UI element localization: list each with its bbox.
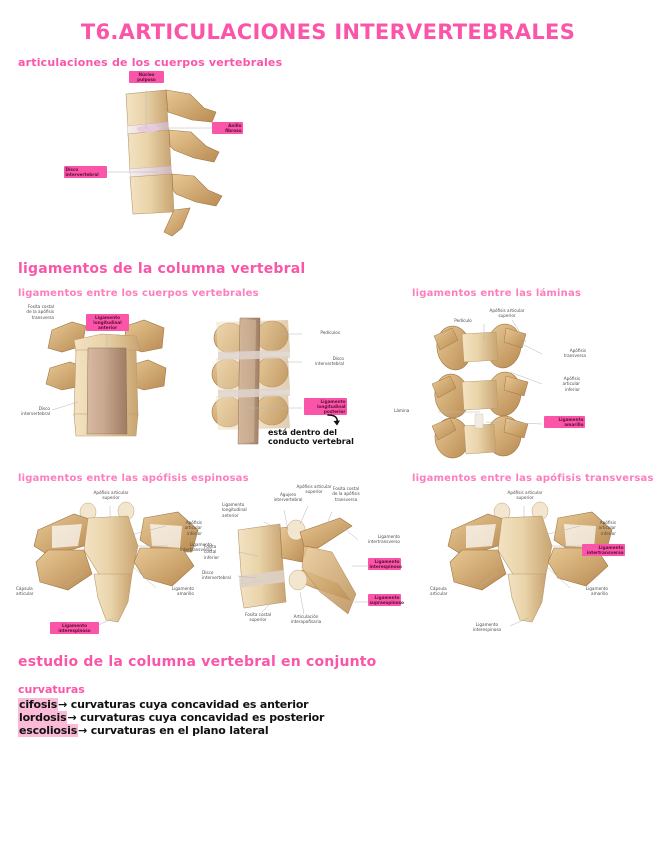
fig6-label-agujero-intervertebral: Agujero intervertebral [273, 492, 303, 503]
hook-arrow-icon [327, 414, 340, 426]
heading-ligamentos-columna-vertebral: ligamentos de la columna vertebral [18, 261, 306, 277]
curvatura-line-lordosis: lordosis→ curvaturas cuya concavidad es … [18, 711, 324, 724]
fig7-illustration [447, 501, 613, 627]
fig6-label-disco-intervertebral: Disco intervertebral [202, 570, 231, 581]
note-conducto-vertebral: está dentro del conducto vertebral [268, 428, 354, 447]
fig4-label-apofisis-articular-inferior: Apófisis articular inferior [562, 376, 580, 392]
fig7-label-ligamento-amarillo: Ligamento amarillo [585, 586, 608, 597]
fig5-label-apofisis-articular-superior: Apófisis articular superior [93, 490, 129, 501]
fig6-label-ligamento-supraespinoso: Ligamento supraespinoso [368, 594, 404, 606]
fig7-label-ligamento-intertransverso: Ligamento intertransverso [582, 544, 625, 556]
fig1-label-disco-intervertebral: Disco intervertebral [64, 166, 107, 178]
figure-ligamentum-flavum: Apófisis articular superior Pedículo Apó… [394, 306, 648, 464]
term-cifosis: cifosis [18, 698, 59, 711]
figure-interspinous-ligament: Apófisis articular superior Apófisis art… [16, 490, 212, 640]
fig4-illustration [431, 319, 543, 459]
term-escoliosis: escoliosis [18, 724, 79, 737]
heading-curvaturas: curvaturas [18, 683, 85, 696]
fig6-label-ligamento-longitudinal-anterior: Ligamento longitudinal anterior [222, 502, 247, 518]
fig6-label-fosita-costal-superior: Fosita costal superior [244, 612, 272, 623]
fig2-label-disco-intervertebral: Disco intervertebral [21, 406, 50, 417]
fig6-label-articulacion-interapofisaria: Articulación interapofisaria [290, 614, 322, 625]
desc-lordosis: → curvaturas cuya concavidad es posterio… [67, 711, 325, 724]
fig6-label-ligamento-intertransverso: Ligamento intertransverso [367, 534, 400, 545]
fig6-label-fosita-costal-apofisis-transversa: Fosita costal de la apófisis transversa [332, 486, 360, 502]
fig4-label-apofisis-articular-superior: Apófisis articular superior [489, 308, 525, 319]
fig7-label-capsula-articular: Cápsula articular [430, 586, 448, 597]
fig5-label-capsula-articular: Cápsula articular [16, 586, 34, 597]
fig6-label-apofisis-articular-superior: Apófisis articular superior [296, 484, 332, 495]
fig3-label-pediculos: Pedículos [320, 330, 340, 335]
fig5-label-ligamento-amarillo: Ligamento amarillo [171, 586, 194, 597]
curvatura-line-cifosis: cifosis→ curvaturas cuya concavidad es a… [18, 698, 309, 711]
subheading-ligamentos-laminas: ligamentos entre las láminas [412, 288, 582, 299]
figure-vertebral-bodies-lateral: Núcleo pulposo Anillo fibroso Disco inte… [64, 71, 266, 237]
fig3-label-ligamento-longitudinal-posterior: Ligamento longitudinal posterior [304, 398, 347, 415]
fig2-illustration [45, 319, 167, 437]
fig2-label-ligamento-longitudinal-anterior: Ligamento longitudinal anterior [86, 314, 129, 331]
desc-cifosis: → curvaturas cuya concavidad es anterior [58, 698, 309, 711]
fig6-illustration [237, 505, 370, 615]
fig5-label-apofisis-articular-inferior: Apófisis articular inferior [184, 520, 202, 536]
figure-anterior-longitudinal-ligament: Fosita costal de la apófisis transversa … [14, 304, 194, 458]
figure-posterior-longitudinal-ligament: Pedículos Disco intervertebral Ligamento… [196, 312, 376, 458]
fig1-illustration [106, 89, 223, 237]
figure-supraspinous-ligament: Ligamento longitudinal anterior Agujero … [202, 484, 404, 640]
fig7-label-apofisis-articular-superior: Apófisis articular superior [507, 490, 543, 501]
fig2-label-fosita-costal-apofisis-transversa: Fosita costal de la apófisis transversa [26, 304, 54, 320]
fig4-label-lamina: Lámina [394, 408, 410, 413]
heading-articulaciones-cuerpos-vertebrales: articulaciones de los cuerpos vertebrale… [18, 56, 283, 69]
fig7-label-ligamento-interespinoso: Ligamento interespinoso [472, 622, 502, 633]
page-title: T6.ARTICULACIONES INTERVERTEBRALES [80, 20, 576, 44]
fig1-label-nucleo-pulposo: Núcleo pulposo [129, 71, 164, 83]
fig4-label-pediculo: Pedículo [454, 318, 472, 323]
fig3-label-disco-intervertebral: Disco intervertebral [315, 356, 344, 367]
fig4-label-ligamento-amarillo: Ligamento amarillo [544, 416, 585, 428]
fig4-label-apofisis-transversa: Apófisis transversa [563, 348, 586, 359]
curvatura-line-escoliosis: escoliosis→ curvaturas en el plano later… [18, 724, 269, 737]
fig3-illustration [211, 317, 302, 445]
fig6-label-fosita-costal-inferior: Fosita costal inferior [204, 544, 220, 560]
fig5-label-ligamento-interespinoso: Ligamento interespinoso [50, 622, 99, 634]
desc-escoliosis: → curvaturas en el plano lateral [78, 724, 269, 737]
fig7-label-apofisis-articular-inferior: Apófisis articular inferior [598, 520, 616, 536]
subheading-ligamentos-apofisis-transversas: ligamentos entre las apófisis transversa… [412, 473, 654, 484]
fig1-label-anillo-fibroso: Anillo fibroso [212, 122, 243, 134]
figure-intertransverse-ligament: Apófisis articular superior Apófisis art… [430, 490, 626, 640]
fig5-label-ligamento-intertransverso: Ligamento intertransverso [179, 542, 212, 553]
fig6-label-ligamento-interespinoso: Ligamento interespinoso [368, 558, 402, 570]
term-lordosis: lordosis [18, 711, 68, 724]
fig5-illustration [33, 501, 199, 627]
subheading-ligamentos-apofisis-espinosas: ligamentos entre las apófisis espinosas [18, 473, 249, 484]
subheading-ligamentos-cuerpos-vertebrales: ligamentos entre los cuerpos vertebrales [18, 288, 259, 299]
heading-estudio-columna-conjunto: estudio de la columna vertebral en conju… [18, 654, 377, 670]
